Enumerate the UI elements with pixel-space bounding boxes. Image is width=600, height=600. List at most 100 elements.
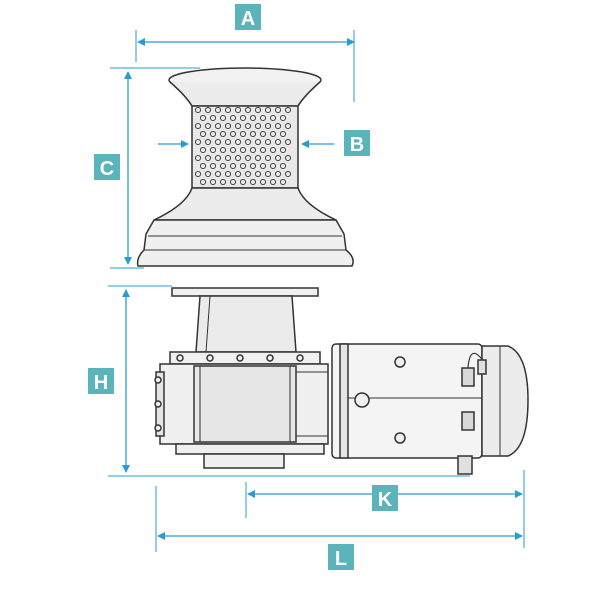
badge-h: H xyxy=(88,368,114,394)
knurl-dot xyxy=(254,106,262,114)
knurl-dot xyxy=(274,122,282,130)
knurl-dot xyxy=(254,138,262,146)
knurl-dot xyxy=(284,170,292,178)
knurl-dot xyxy=(214,106,222,114)
capstan-lower-flare xyxy=(153,187,337,221)
knurl-dot xyxy=(274,154,282,162)
knurl-dot xyxy=(254,170,262,178)
badge-c-label: C xyxy=(100,158,114,180)
knurl-dot xyxy=(234,122,242,130)
knurl-dot xyxy=(244,122,252,130)
knurl-dot xyxy=(249,114,257,122)
knurl-dot xyxy=(229,130,237,138)
capstan-base xyxy=(136,219,354,267)
knurl-dot xyxy=(204,122,212,130)
knurl-dot xyxy=(279,162,287,170)
knurl-dot xyxy=(239,162,247,170)
knurl-dot xyxy=(219,162,227,170)
knurl-dot xyxy=(214,154,222,162)
knurl-dot xyxy=(284,122,292,130)
knurl-dot xyxy=(279,130,287,138)
knurl-dot xyxy=(214,170,222,178)
knurl-dot xyxy=(224,122,232,130)
capstan-drum-body xyxy=(191,105,299,189)
knurl-dot xyxy=(239,146,247,154)
knurl-dot xyxy=(249,162,257,170)
knurl-dot xyxy=(219,130,227,138)
knurl-dot xyxy=(214,122,222,130)
badge-l: L xyxy=(328,544,354,570)
knurl-dot xyxy=(249,146,257,154)
knurl-dot xyxy=(199,146,207,154)
knurl-dot xyxy=(219,146,227,154)
knurl-dot xyxy=(199,178,207,186)
knurl-dot xyxy=(239,178,247,186)
knurl-dot xyxy=(274,170,282,178)
knurl-dot xyxy=(194,138,202,146)
knurl-dot xyxy=(279,178,287,186)
knurl-dot xyxy=(284,138,292,146)
knurl-dot xyxy=(234,170,242,178)
knurl-dot xyxy=(249,130,257,138)
knurl-dot xyxy=(209,162,217,170)
knurl-dot xyxy=(194,154,202,162)
knurl-dot xyxy=(204,170,212,178)
terminal-post xyxy=(461,411,475,431)
knurl-dot xyxy=(234,106,242,114)
knurl-dot xyxy=(234,138,242,146)
badge-b: B xyxy=(344,130,370,156)
knurl-dot xyxy=(224,106,232,114)
knurl-dot xyxy=(269,114,277,122)
knurl-dot xyxy=(264,138,272,146)
knurl-dot xyxy=(204,106,212,114)
knurl-dot xyxy=(194,106,202,114)
knurl-dot xyxy=(244,106,252,114)
knurl-dot xyxy=(199,162,207,170)
knurl-dot xyxy=(204,154,212,162)
motor-end-cap xyxy=(481,345,529,457)
knurl-dot xyxy=(259,114,267,122)
knurl-dot xyxy=(269,162,277,170)
knurl-dot xyxy=(249,178,257,186)
knurl-dot xyxy=(259,162,267,170)
knurl-dot xyxy=(269,178,277,186)
knurl-dot xyxy=(224,138,232,146)
gearbox-bottom xyxy=(175,443,325,455)
motor-connector xyxy=(457,455,473,475)
knurl-dot xyxy=(259,178,267,186)
knurl-dot xyxy=(224,154,232,162)
knurl-dot xyxy=(264,106,272,114)
badge-h-label: H xyxy=(94,372,108,394)
motor-screw xyxy=(394,356,406,368)
knurl-dot xyxy=(284,154,292,162)
badge-c: C xyxy=(94,154,120,180)
shaft-housing xyxy=(195,295,297,353)
knurl-dot xyxy=(229,178,237,186)
motor-screw xyxy=(354,392,370,408)
knurl-dot xyxy=(269,146,277,154)
knurl-dot xyxy=(244,138,252,146)
knurl-dot xyxy=(229,162,237,170)
knurl-dot xyxy=(194,170,202,178)
knurl-dot xyxy=(209,146,217,154)
knurl-dot xyxy=(199,130,207,138)
knurl-dot xyxy=(274,138,282,146)
knurl-dot xyxy=(279,146,287,154)
knurl-dot xyxy=(264,154,272,162)
knurl-dot xyxy=(264,170,272,178)
knurl-dot xyxy=(224,170,232,178)
winch-body xyxy=(154,287,529,475)
knurl-dot xyxy=(234,154,242,162)
knurl-dot xyxy=(209,178,217,186)
badge-l-label: L xyxy=(335,548,347,570)
badge-k: K xyxy=(372,485,398,511)
knurl-dot xyxy=(194,122,202,130)
knurl-dot xyxy=(264,122,272,130)
knurl-dot xyxy=(199,114,207,122)
knurl-dot xyxy=(254,154,262,162)
knurl-dot xyxy=(244,154,252,162)
knurl-dot xyxy=(239,130,247,138)
knurl-dot xyxy=(214,138,222,146)
knurl-dot xyxy=(209,130,217,138)
